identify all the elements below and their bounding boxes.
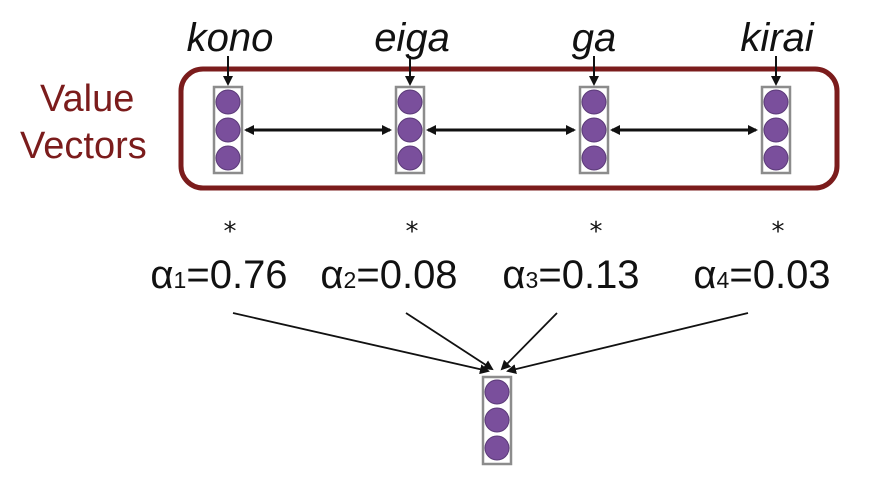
attention-weight-1: α1=0.76 bbox=[150, 253, 287, 297]
vector-node bbox=[215, 89, 241, 115]
weight-index: 3 bbox=[526, 267, 539, 293]
column-frame bbox=[760, 85, 792, 175]
vector-node bbox=[215, 117, 241, 143]
weighted-arrow-3 bbox=[500, 312, 558, 371]
weight-symbol: α bbox=[320, 253, 343, 297]
word-label-eiga: eiga bbox=[374, 16, 450, 60]
multiply-symbol-3: * bbox=[590, 217, 603, 247]
output-vector bbox=[481, 375, 513, 466]
vector-node bbox=[397, 89, 423, 115]
vector-node bbox=[763, 89, 789, 115]
word-label-ga: ga bbox=[572, 16, 617, 60]
weight-value: =0.08 bbox=[356, 253, 457, 297]
vector-node bbox=[484, 435, 510, 461]
value-vector-4 bbox=[760, 85, 792, 175]
multiply-symbol-4: * bbox=[772, 217, 785, 247]
weight-index: 4 bbox=[717, 267, 730, 293]
vector-node bbox=[484, 407, 510, 433]
vector-node bbox=[484, 379, 510, 405]
multiply-symbol-2: * bbox=[406, 217, 419, 247]
value-vector-2 bbox=[394, 85, 426, 175]
weight-value: =0.03 bbox=[729, 253, 830, 297]
vector-node bbox=[215, 145, 241, 171]
column-frame bbox=[212, 85, 244, 175]
value-vector-1 bbox=[212, 85, 244, 175]
group-label-vectors: Vectors bbox=[20, 125, 147, 167]
vector-node bbox=[581, 117, 607, 143]
vector-node bbox=[397, 117, 423, 143]
multiply-symbol-1: * bbox=[224, 217, 237, 247]
weight-value: =0.76 bbox=[186, 253, 287, 297]
weight-index: 2 bbox=[344, 267, 357, 293]
weighted-arrow-4 bbox=[506, 312, 749, 374]
attention-weight-4: α4=0.03 bbox=[693, 253, 830, 297]
weight-symbol: α bbox=[502, 253, 525, 297]
column-frame bbox=[394, 85, 426, 175]
vector-node bbox=[581, 145, 607, 171]
weight-symbol: α bbox=[693, 253, 716, 297]
column-frame bbox=[481, 375, 513, 466]
weighted-arrow-1 bbox=[232, 312, 490, 375]
attention-weight-2: α2=0.08 bbox=[320, 253, 457, 297]
vector-node bbox=[397, 145, 423, 171]
column-frame bbox=[578, 85, 610, 175]
word-label-kirai: kirai bbox=[740, 16, 814, 60]
weight-index: 1 bbox=[174, 267, 187, 293]
vector-node bbox=[763, 145, 789, 171]
weighted-arrow-2 bbox=[405, 312, 494, 371]
value-vector-3 bbox=[578, 85, 610, 175]
attention-weight-3: α3=0.13 bbox=[502, 253, 639, 297]
weight-symbol: α bbox=[150, 253, 173, 297]
vector-node bbox=[581, 89, 607, 115]
value-vectors-group-box bbox=[178, 66, 840, 191]
weight-value: =0.13 bbox=[538, 253, 639, 297]
word-label-kono: kono bbox=[187, 16, 274, 60]
vector-node bbox=[763, 117, 789, 143]
group-label-value: Value bbox=[40, 78, 134, 120]
